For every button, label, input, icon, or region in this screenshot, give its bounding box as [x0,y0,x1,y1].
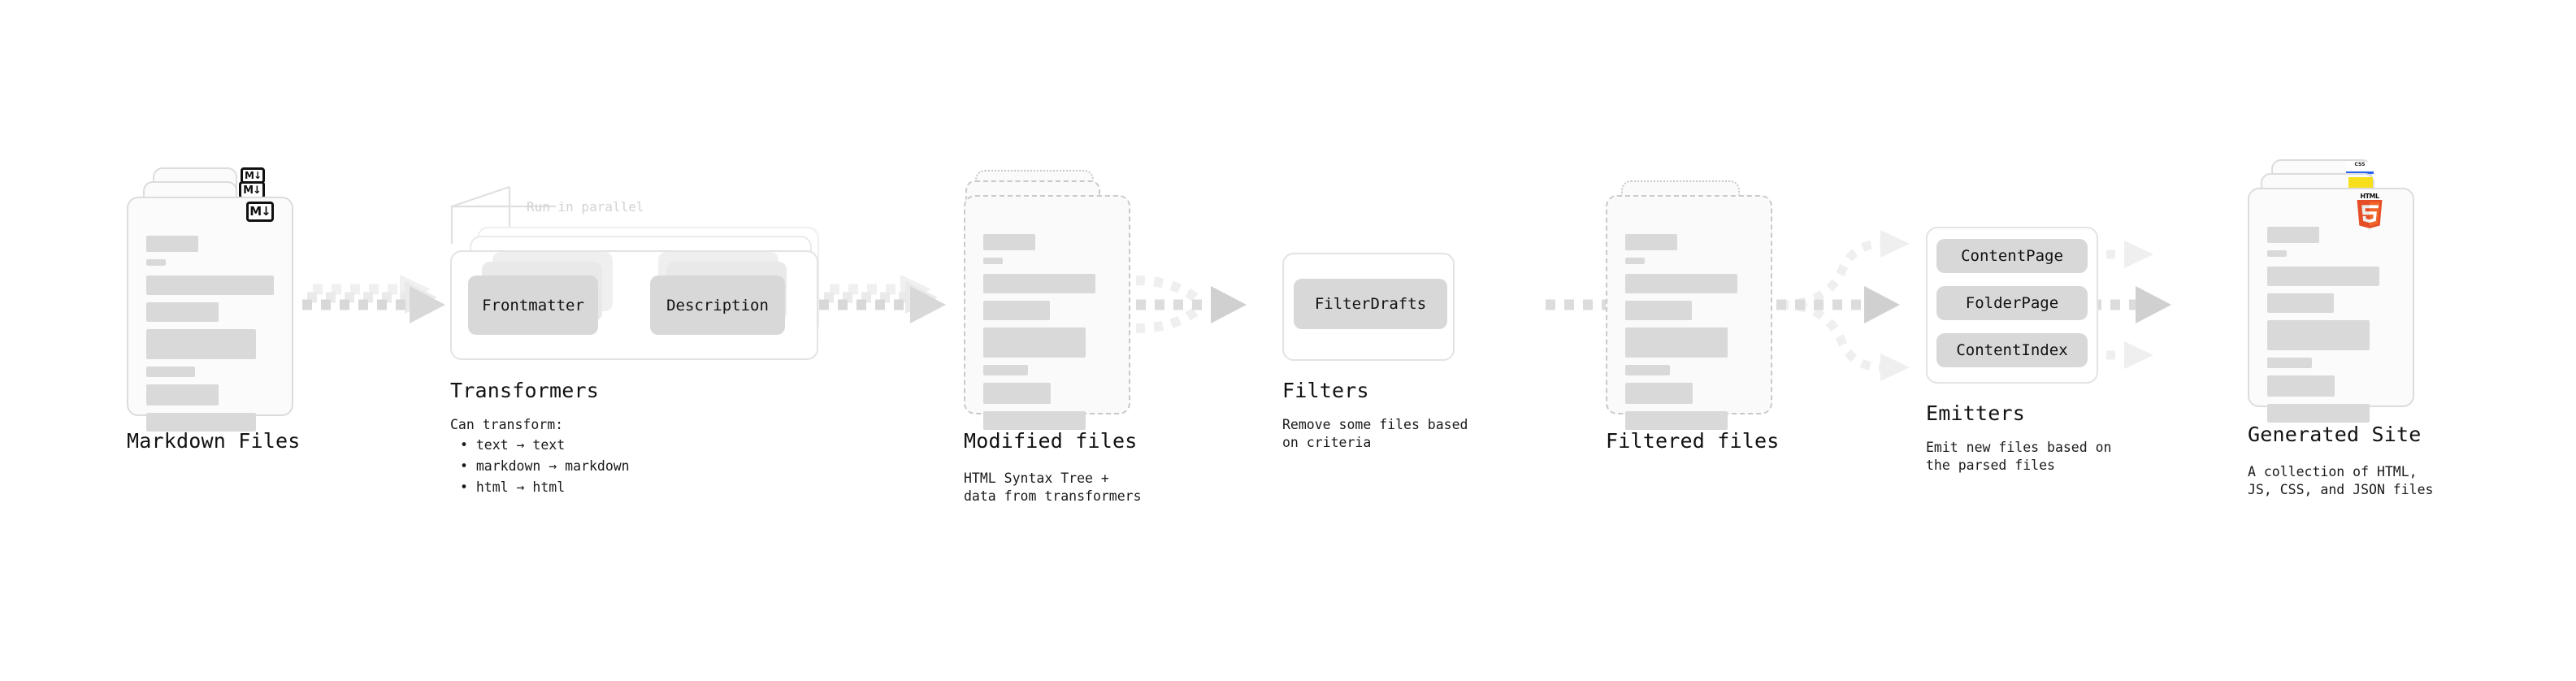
transformers-title: Transformers [450,379,600,402]
markdown-file-front[interactable] [127,197,293,432]
arrow-transformers-to-modified [819,275,946,323]
generated-file-html[interactable] [2248,188,2414,423]
filters-subtitle: Remove some files based on criteria [1282,417,1468,450]
arrow-markdown-to-transformers [302,275,445,323]
emitters-title: Emitters [1926,401,2026,425]
emitters-subtitle: Emit new files based on the parsed files [1926,440,2112,473]
js-badge-icon [2348,177,2373,191]
markdown-badge-icon: M↓ [246,202,274,222]
transformers-bullet-1: • markdown → markdown [460,458,630,474]
filtered-files-title: Filtered files [1606,429,1780,453]
description-chip[interactable]: Description [650,275,785,335]
transformers-bullet-0-text: text → text [475,437,566,453]
contentpage-chip[interactable]: ContentPage [1936,239,2088,273]
html5-badge-word: HTML [2360,193,2379,200]
filterdrafts-chip[interactable]: FilterDrafts [1294,279,1447,329]
modified-files-subtitle: HTML Syntax Tree + data from transformer… [964,471,1142,504]
css-badge-label: CSS [2354,162,2366,167]
arrow-modified-to-filters [1135,275,1247,333]
filtered-file-front[interactable] [1606,195,1772,430]
transformers-bullet-2-text: html → html [475,479,566,495]
generated-file-content [2267,227,2395,430]
filters-title: Filters [1282,379,1369,402]
modified-file-content [983,234,1111,437]
frontmatter-chip[interactable]: Frontmatter [468,275,598,335]
folderpage-chip[interactable]: FolderPage [1936,286,2088,320]
generated-site-title: Generated Site [2248,423,2422,446]
transformers-bullet-2: • html → html [460,479,566,495]
markdown-badge-mid: M↓ [239,181,265,199]
html5-shield-icon [2357,200,2383,228]
arrow-filtered-to-emitters [1776,230,1910,381]
html5-badge-icon: HTML [2355,193,2384,228]
generated-site-subtitle: A collection of HTML, JS, CSS, and JSON … [2248,464,2434,497]
contentindex-chip[interactable]: ContentIndex [1936,333,2088,367]
filtered-file-content [1625,234,1753,437]
transformers-subtitle: Can transform: [450,417,564,432]
markdown-files-title: Markdown Files [127,429,301,453]
markdown-file-content [146,236,274,439]
run-in-parallel-label: Run in parallel [527,199,644,215]
modified-files-title: Modified files [964,429,1138,453]
modified-file-front[interactable] [964,195,1130,430]
transformers-bullet-1-text: markdown → markdown [475,458,630,474]
transformers-bullet-0: • text → text [460,437,566,453]
css-badge-icon: CSS [2346,162,2374,174]
